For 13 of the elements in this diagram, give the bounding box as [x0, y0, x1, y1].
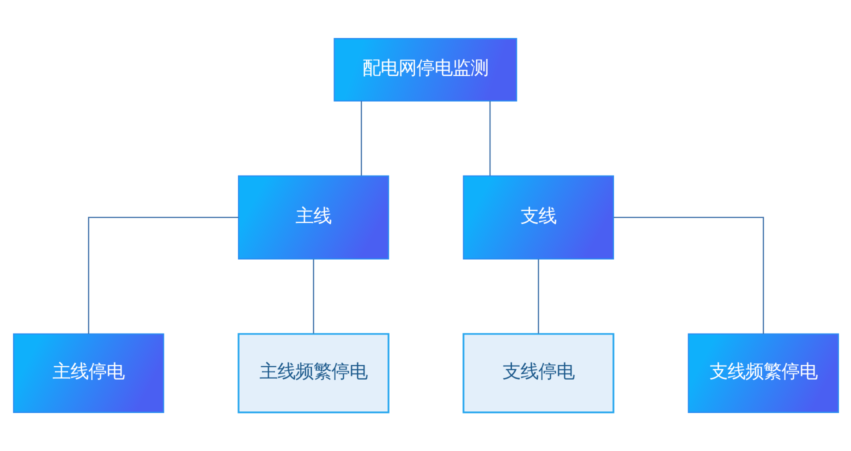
node-box: 支线	[462, 175, 614, 260]
connector	[613, 216, 764, 334]
node-box: 主线频繁停电	[237, 333, 389, 414]
connector	[488, 101, 490, 176]
node-box: 支线停电	[462, 333, 614, 414]
node-box: 支线频繁停电	[687, 333, 838, 413]
node-box: 配电网停电监测	[333, 38, 517, 102]
connector	[312, 259, 314, 334]
node-box: 主线停电	[12, 333, 164, 413]
connector	[360, 101, 362, 176]
connector	[537, 259, 539, 334]
node-box: 主线	[237, 175, 389, 260]
connector	[88, 216, 238, 334]
